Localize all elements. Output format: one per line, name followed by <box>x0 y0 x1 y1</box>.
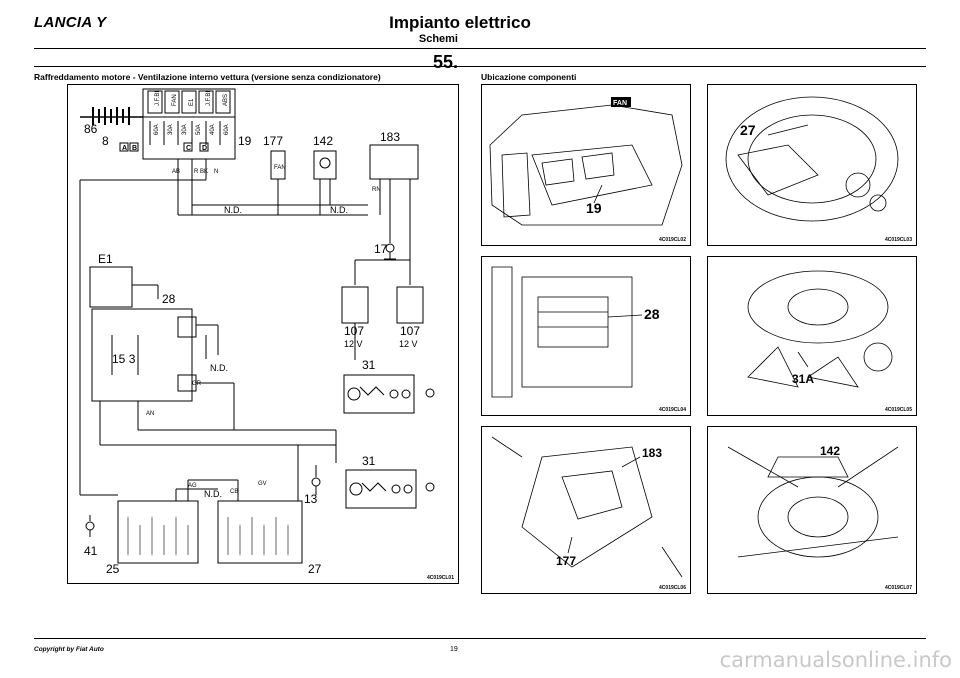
page-number: 55. <box>432 52 458 72</box>
wire-n: N <box>214 169 218 175</box>
header-rule <box>34 48 926 49</box>
label-25: 25 <box>106 562 120 576</box>
fuse-label-1: J.F.BI <box>155 91 161 106</box>
box-letter-a: A <box>122 145 127 152</box>
wiring-diagram: 86 8 19 177 142 183 E1 28 15 3 17 107 10… <box>67 84 459 584</box>
photo-27-label: 27 <box>740 122 756 138</box>
photo-31a: 31A 4C019CL05 <box>707 256 917 416</box>
photo-142-code: 4C019CL07 <box>885 585 912 591</box>
fuse-amp-4: 50A <box>196 124 202 135</box>
fuse-amp-6: 60A <box>224 124 230 135</box>
label-107b: 107 <box>400 324 420 338</box>
photo-142-label: 142 <box>820 444 840 458</box>
label-12v-a: 12 V <box>344 339 363 349</box>
fan-label: FAN <box>274 165 286 171</box>
box-letter-d: D <box>202 145 207 152</box>
photo-183: 183 177 4C019CL06 <box>481 426 691 594</box>
label-cb: CB <box>230 489 238 495</box>
footer-rule <box>34 638 926 639</box>
photo-31a-label: 31A <box>792 372 814 386</box>
box-letter-c: C <box>186 145 191 152</box>
label-27: 27 <box>308 562 322 576</box>
right-caption: Ubicazione componenti <box>481 72 577 82</box>
wire-an: AN <box>146 411 154 417</box>
photo-28-code: 4C019CL04 <box>659 407 686 413</box>
fuse-amp-2: 30A <box>168 124 174 135</box>
photo-19-sublabel: FAN <box>613 100 627 107</box>
header-rule-2 <box>34 66 926 67</box>
wire-gv: GV <box>258 481 267 487</box>
document-subtitle: Schemi <box>418 33 458 45</box>
fuse-label-4: J.F.BI <box>206 91 212 106</box>
photo-177-label: 177 <box>556 554 576 568</box>
fuse-label-5: ABS <box>223 94 229 106</box>
fuse-amp-1: 60A <box>154 124 160 135</box>
label-41: 41 <box>84 544 98 558</box>
photo-31a-code: 4C019CL05 <box>885 407 912 413</box>
left-caption: Raffreddamento motore - Ventilazione int… <box>34 72 381 82</box>
label-17: 17 <box>374 242 388 256</box>
label-15-3: 15 3 <box>112 352 136 366</box>
label-183: 183 <box>380 130 400 144</box>
watermark: carmanualsonline.info <box>719 648 952 672</box>
label-8: 8 <box>102 134 109 148</box>
label-31-upper: 31 <box>362 358 376 372</box>
label-13: 13 <box>304 492 318 506</box>
label-177: 177 <box>263 134 283 148</box>
fuse-label-2: FAN <box>172 94 178 106</box>
fuse-amp-5: 40A <box>210 124 216 135</box>
label-12v-b: 12 V <box>399 339 418 349</box>
photo-27-code: 4C019CL03 <box>885 237 912 243</box>
label-nd-3: N.D. <box>210 363 228 373</box>
photo-19: FAN 19 4C019CL02 <box>481 84 691 246</box>
label-nd-1: N.D. <box>224 205 242 215</box>
label-86: 86 <box>84 122 98 136</box>
photo-183-code: 4C019CL06 <box>659 585 686 591</box>
copyright: Copyright by Fiat Auto <box>34 646 104 653</box>
wire-gr: GR <box>192 381 202 387</box>
brand-title: LANCIA Y <box>34 14 107 31</box>
photo-142: 142 4C019CL07 <box>707 426 917 594</box>
fuse-amp-3: 30A <box>182 124 188 135</box>
wire-rn: RN <box>372 187 381 193</box>
label-19: 19 <box>238 134 252 148</box>
photo-19-label: 19 <box>586 200 602 216</box>
photo-183-label: 183 <box>642 446 662 460</box>
photo-19-code: 4C019CL02 <box>659 237 686 243</box>
wire-bk: BK <box>200 169 208 175</box>
label-e1: E1 <box>98 252 113 266</box>
document-title: Impianto elettrico <box>389 13 531 32</box>
label-31-lower: 31 <box>362 454 376 468</box>
box-letter-b: B <box>132 145 137 152</box>
wire-ab: AB <box>172 169 180 175</box>
label-107a: 107 <box>344 324 364 338</box>
footer-page: 19 <box>450 646 458 653</box>
label-28: 28 <box>162 292 176 306</box>
diagram-code: 4C019CL01 <box>427 575 454 581</box>
photo-28: 28 4C019CL04 <box>481 256 691 416</box>
label-nd-2: N.D. <box>330 205 348 215</box>
label-nd-4: N.D. <box>204 489 222 499</box>
wire-r: R <box>194 169 199 175</box>
photo-27: 27 4C019CL03 <box>707 84 917 246</box>
photo-28-label: 28 <box>644 306 660 322</box>
label-142: 142 <box>313 134 333 148</box>
fuse-label-3: E1 <box>189 98 195 106</box>
wire-ag: AG <box>188 483 197 489</box>
wiring-diagram-svg: 86 8 19 177 142 183 E1 28 15 3 17 107 10… <box>79 88 435 576</box>
fuse-box-19 <box>142 88 236 160</box>
